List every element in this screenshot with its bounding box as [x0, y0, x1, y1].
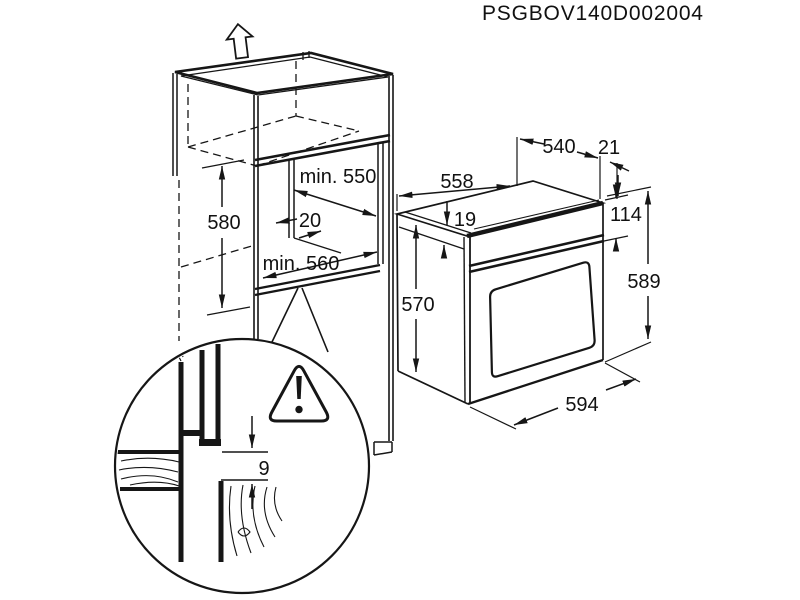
detail-circle	[113, 337, 371, 595]
dim-door-gap-label: 9	[258, 458, 269, 480]
cabinet-dimensions	[201, 159, 378, 316]
dim-body-height-label: 570	[401, 294, 434, 316]
dim-niche-depth-label: min. 550	[300, 166, 377, 188]
dim-niche-width-label: min. 560	[263, 253, 340, 275]
hidden-edges	[178, 61, 360, 341]
dim-depth-label: 558	[440, 171, 473, 193]
detail-callout-tail	[271, 287, 329, 353]
oven-drawing	[393, 180, 607, 406]
exclamation-dot	[295, 405, 303, 414]
dim-panel-height-label: 114	[610, 204, 642, 226]
dim-niche-height-label: 580	[207, 212, 240, 234]
wood-grain-lower	[228, 484, 283, 557]
warning-triangle-icon	[268, 364, 330, 423]
dim-rear-width-label: 540	[542, 136, 575, 158]
up-arrow-icon	[224, 22, 255, 60]
wood-grain-upper	[118, 457, 180, 487]
oven-dimensions	[396, 137, 652, 430]
dim-rear-offset-label: 21	[598, 137, 620, 159]
dim-width-label: 594	[565, 394, 598, 416]
dim-front-height-label: 589	[627, 271, 660, 293]
dim-top-lip-label: 19	[454, 209, 476, 231]
cabinet-foot	[373, 441, 393, 456]
drawing-code-label: PSGBOV140D002004	[482, 2, 704, 25]
exclamation-bar	[296, 376, 302, 399]
detail-circle-outline	[113, 337, 371, 595]
oven-door-window	[488, 261, 596, 378]
dim-rear-gap-label: 20	[299, 210, 321, 232]
